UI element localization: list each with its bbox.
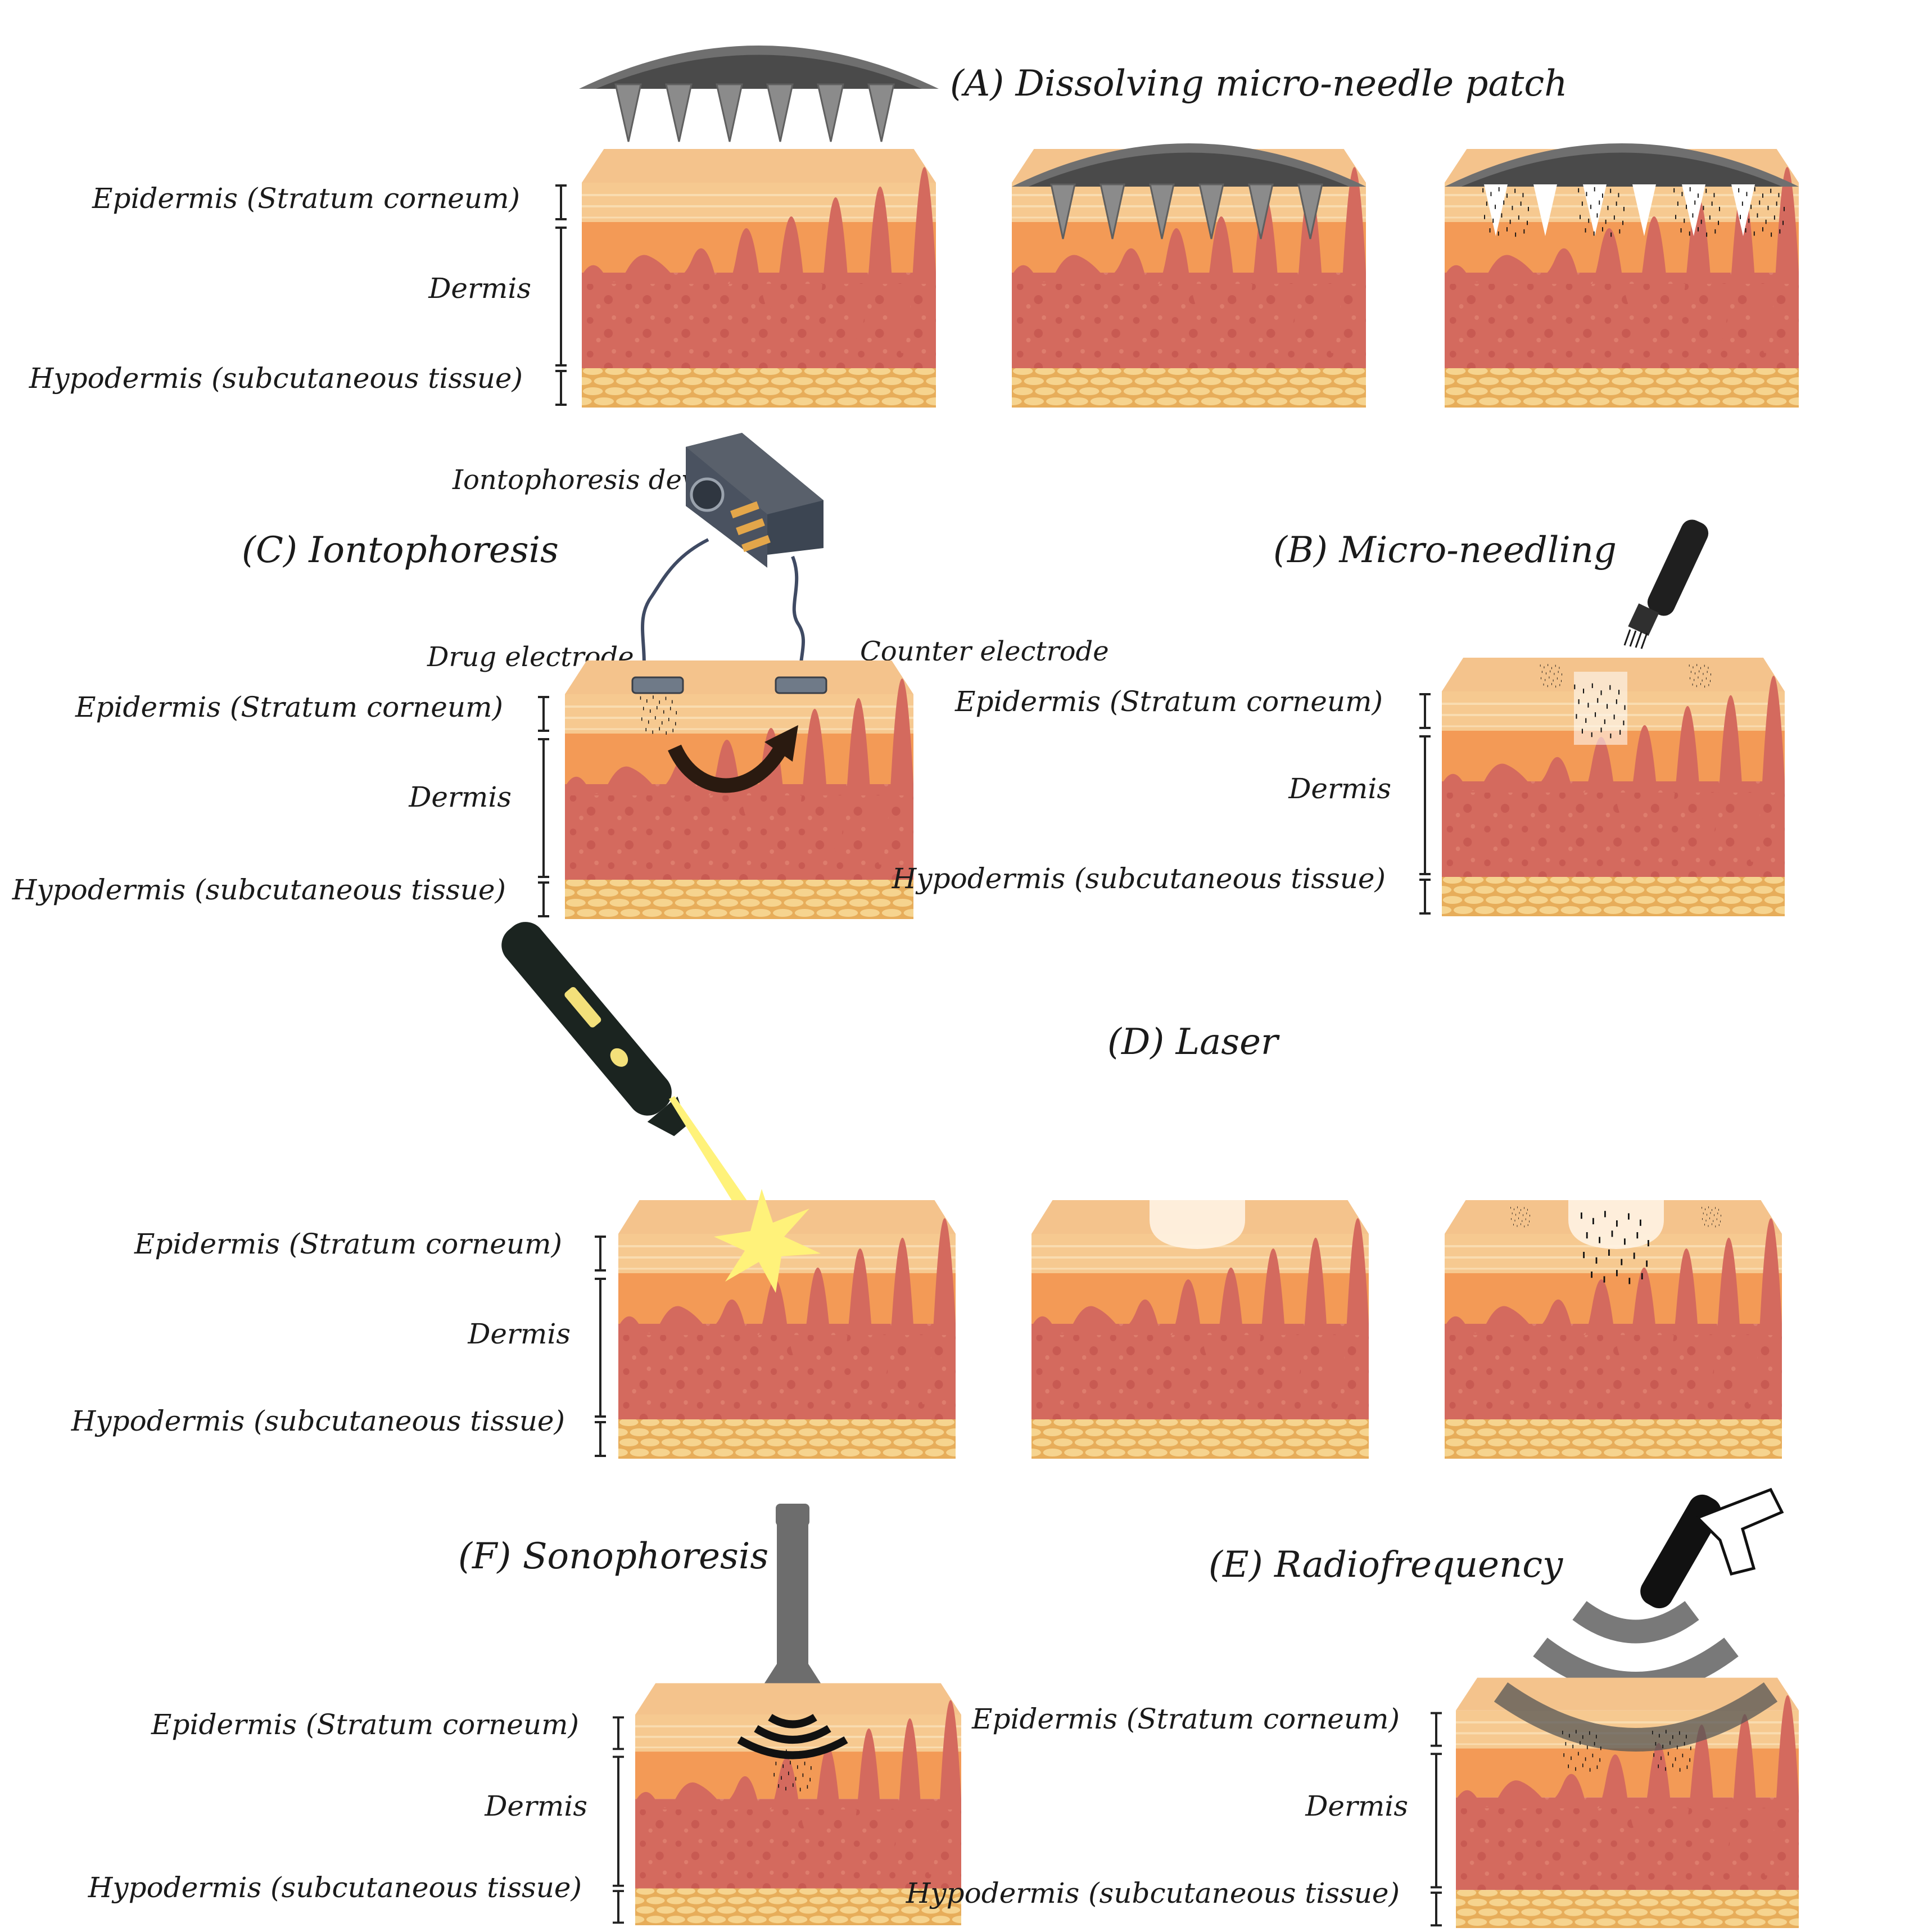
layer-label-dermis: Dermis bbox=[1305, 1790, 1408, 1822]
ablated-channel bbox=[1150, 1200, 1245, 1249]
panel-f-title: (F) Sonophoresis bbox=[458, 1536, 768, 1577]
skin-section bbox=[582, 148, 936, 408]
layer-label-epidermis: Epidermis (Stratum corneum) bbox=[971, 1703, 1400, 1735]
layer-label-epidermis: Epidermis (Stratum corneum) bbox=[134, 1228, 562, 1260]
layer-bracket bbox=[612, 1716, 625, 1924]
laser-pen-icon bbox=[501, 922, 687, 1137]
counter-electrode-label: Counter electrode bbox=[860, 636, 1109, 667]
layer-label-hypodermis: Hypodermis (subcutaneous tissue) bbox=[892, 862, 1386, 895]
panel-e-title: (E) Radiofrequency bbox=[1209, 1544, 1563, 1586]
radiofrequency-gun-icon bbox=[1640, 1487, 1784, 1609]
layer-label-hypodermis: Hypodermis (subcutaneous tissue) bbox=[906, 1877, 1400, 1910]
layer-bracket bbox=[1429, 1712, 1443, 1927]
ultrasound-probe-icon bbox=[759, 1504, 826, 1714]
laser-burst bbox=[714, 1189, 821, 1293]
layer-label-hypodermis: Hypodermis (subcutaneous tissue) bbox=[12, 874, 506, 906]
panel-b: (B) Micro-needling Epidermis (Stratum co… bbox=[892, 519, 1785, 916]
layer-label-epidermis: Epidermis (Stratum corneum) bbox=[151, 1708, 579, 1741]
microneedle-patch-icon bbox=[579, 46, 939, 142]
panel-c: (C) Iontophoresis Iontophoresis device D… bbox=[12, 433, 1109, 919]
microneedle-patch-icon bbox=[1012, 143, 1366, 239]
layer-label-dermis: Dermis bbox=[408, 781, 512, 813]
layer-label-hypodermis: Hypodermis (subcutaneous tissue) bbox=[88, 1871, 582, 1904]
panel-a: (A) Dissolving micro-needle patch Epider… bbox=[29, 46, 1799, 408]
panel-b-title: (B) Micro-needling bbox=[1273, 530, 1617, 571]
layer-bracket bbox=[537, 696, 550, 917]
iontophoresis-device-icon bbox=[686, 433, 824, 568]
drug-electrode-pad bbox=[631, 676, 684, 694]
layer-bracket bbox=[594, 1236, 607, 1457]
layer-label-epidermis: Epidermis (Stratum corneum) bbox=[92, 182, 520, 215]
panel-f: (F) Sonophoresis Epidermis (Stratum corn… bbox=[88, 1504, 961, 1925]
layer-label-epidermis: Epidermis (Stratum corneum) bbox=[954, 685, 1383, 718]
panel-a-title: (A) Dissolving micro-needle patch bbox=[950, 63, 1567, 105]
layer-label-dermis: Dermis bbox=[484, 1790, 587, 1822]
layer-label-epidermis: Epidermis (Stratum corneum) bbox=[75, 691, 503, 723]
counter-electrode-pad bbox=[775, 676, 827, 694]
layer-label-hypodermis: Hypodermis (subcutaneous tissue) bbox=[29, 362, 523, 395]
layer-bracket bbox=[554, 184, 568, 406]
layer-label-dermis: Dermis bbox=[428, 272, 531, 305]
layer-bracket bbox=[1418, 693, 1432, 915]
microneedle-patch-icon bbox=[1445, 143, 1799, 237]
panel-c-title: (C) Iontophoresis bbox=[242, 530, 559, 571]
panel-d-title: (D) Laser bbox=[1107, 1021, 1280, 1063]
layer-label-dermis: Dermis bbox=[467, 1318, 571, 1350]
layer-label-hypodermis: Hypodermis (subcutaneous tissue) bbox=[71, 1405, 565, 1437]
current-arrow bbox=[668, 744, 788, 793]
panel-e: (E) Radiofrequency Epidermis (Stratum co… bbox=[906, 1487, 1799, 1928]
panel-d: (D) Laser Epidermis (Stratum corneum) De… bbox=[71, 922, 1782, 1459]
dermapen-icon bbox=[1623, 519, 1709, 649]
layer-label-dermis: Dermis bbox=[1288, 772, 1391, 805]
